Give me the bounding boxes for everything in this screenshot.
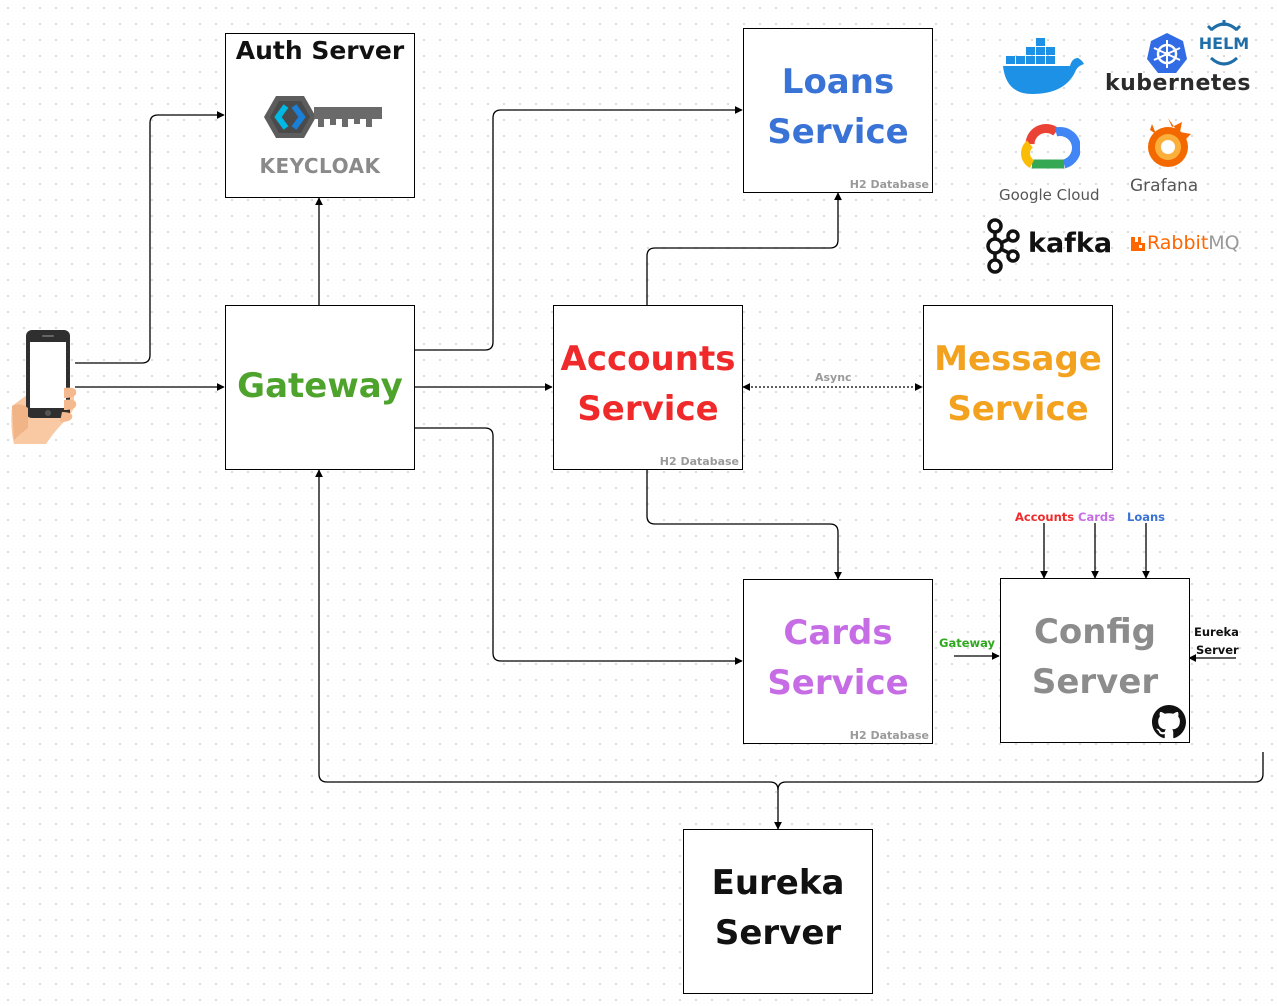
config-server-box[interactable]: Config Server (1000, 578, 1190, 743)
kafka-icon (985, 218, 1021, 274)
config-input-eureka-line2: Server (1196, 643, 1239, 657)
config-title-line2: Server (1031, 661, 1159, 702)
connector-eureka-bus-right (777, 752, 1264, 791)
message-title-line1: Message (934, 338, 1102, 379)
rabbitmq-logo-text: RabbitMQ (1147, 232, 1240, 254)
loans-service-box[interactable]: Loans Service H2 Database (743, 28, 933, 193)
loans-title-line2: Service (767, 111, 909, 152)
helm-logo-text: HELM (1198, 34, 1250, 53)
async-label: Async (812, 371, 855, 384)
cards-db-label: H2 Database (849, 729, 929, 742)
rabbitmq-icon (1130, 236, 1146, 252)
message-title-line2: Service (947, 388, 1089, 429)
config-input-gateway: Gateway (939, 636, 996, 650)
connector-phone-auth (75, 111, 225, 364)
config-input-loans: Loans (1127, 510, 1166, 524)
connector-accounts-loans (646, 192, 842, 305)
message-service-box[interactable]: Message Service (923, 305, 1113, 470)
auth-server-box[interactable]: Auth Server KEYCLOAK (225, 33, 415, 198)
connector-eureka-bus (315, 469, 782, 830)
loans-service-title: Loans Service (744, 57, 932, 157)
accounts-db-label: H2 Database (659, 455, 739, 468)
eureka-title-line2: Server (714, 912, 842, 953)
connector-gateway-loans (414, 106, 743, 351)
smartphone-hand-icon (8, 328, 80, 446)
rabbitmq-logo-text-b: MQ (1208, 232, 1240, 254)
grafana-logo-text: Grafana (1130, 176, 1199, 196)
cards-title-line1: Cards (783, 612, 893, 653)
gateway-title: Gateway (237, 365, 403, 406)
accounts-service-box[interactable]: Accounts Service H2 Database (553, 305, 743, 470)
accounts-title-line1: Accounts (560, 338, 736, 379)
eureka-title-line1: Eureka (711, 862, 845, 903)
connector-accounts-cards (646, 470, 842, 580)
eureka-server-title: Eureka Server (684, 858, 872, 958)
keycloak-logo-text: KEYCLOAK (259, 154, 381, 178)
loans-db-label: H2 Database (849, 178, 929, 191)
config-server-title: Config Server (1001, 607, 1189, 707)
grafana-icon (1138, 114, 1198, 176)
accounts-service-title: Accounts Service (554, 334, 742, 434)
loans-title-line1: Loans (781, 61, 895, 102)
accounts-title-line2: Service (577, 388, 719, 429)
docker-icon (1002, 36, 1086, 98)
helm-icon: HELM (1198, 18, 1250, 70)
config-input-eureka-line1: Eureka (1194, 625, 1239, 639)
kubernetes-logo-text: kubernetes (1105, 71, 1251, 96)
message-service-title: Message Service (924, 334, 1112, 434)
cards-service-box[interactable]: Cards Service H2 Database (743, 579, 933, 744)
kubernetes-icon (1146, 32, 1188, 74)
eureka-server-box[interactable]: Eureka Server (683, 829, 873, 994)
kafka-logo-text: kafka (1028, 228, 1113, 259)
config-input-cards: Cards (1078, 510, 1115, 524)
keycloak-icon (256, 92, 386, 142)
cards-service-title: Cards Service (744, 608, 932, 708)
rabbitmq-logo-text-a: Rabbit (1147, 232, 1209, 254)
google-cloud-icon (1010, 116, 1081, 172)
gateway-box[interactable]: Gateway (225, 305, 415, 470)
auth-server-title: Auth Server (235, 36, 405, 65)
cards-title-line2: Service (767, 662, 909, 703)
config-title-line1: Config (1033, 611, 1157, 652)
github-icon (1152, 705, 1186, 739)
config-input-accounts: Accounts (1015, 510, 1075, 524)
google-cloud-logo-text: Google Cloud (999, 186, 1100, 204)
